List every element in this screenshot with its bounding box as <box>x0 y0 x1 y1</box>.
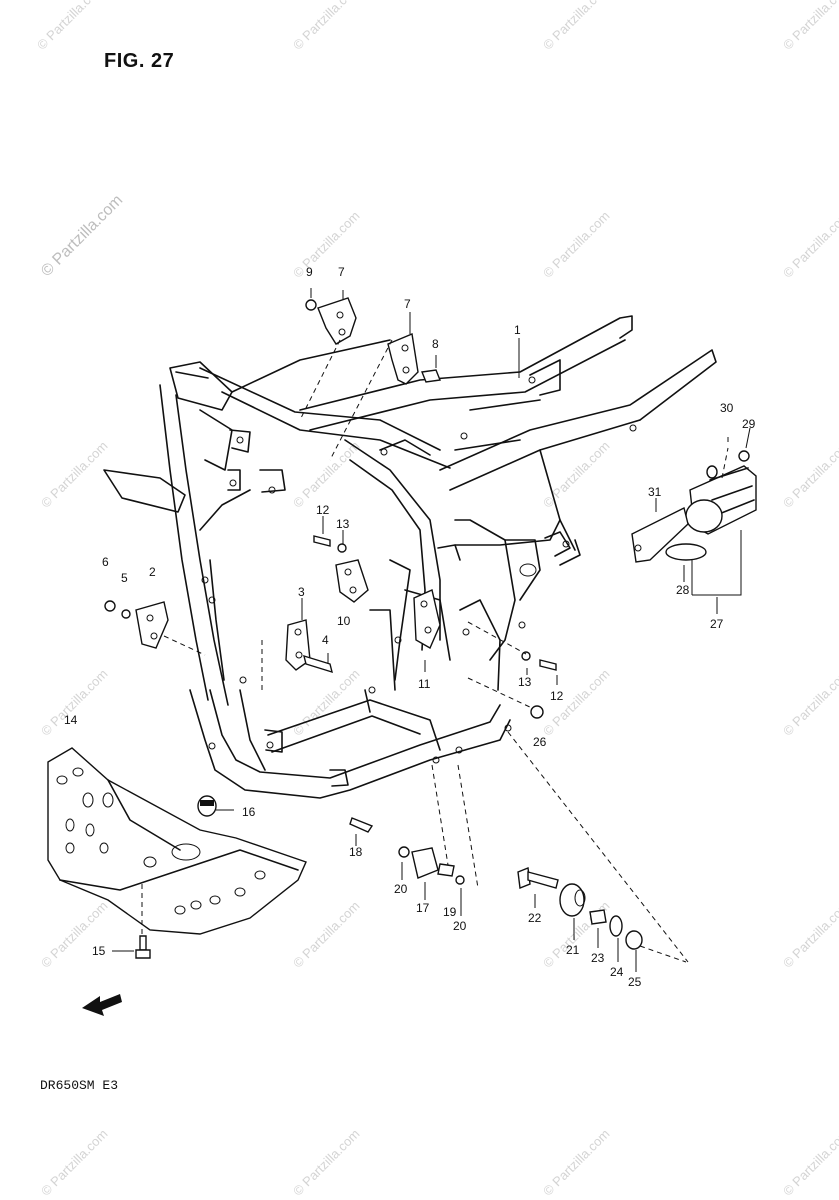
callout-c8: 8 <box>432 337 439 351</box>
callout-c21: 21 <box>566 943 580 957</box>
skid-plate-bolt <box>135 935 151 959</box>
figure-title: FIG. 27 <box>104 50 175 72</box>
callout-c2: 2 <box>149 565 156 579</box>
callout-c16: 16 <box>242 805 256 819</box>
callout-c14: 14 <box>64 713 78 727</box>
upper-engine-bracket-right <box>387 333 441 385</box>
callout-c26: 26 <box>533 735 547 749</box>
callout-c18: 18 <box>349 845 363 859</box>
front-engine-bracket <box>104 600 169 649</box>
pivot-cap <box>625 930 643 950</box>
callout-c29: 29 <box>742 417 756 431</box>
callout-c19: 19 <box>443 905 457 919</box>
lens-gasket <box>665 543 707 561</box>
callout-c28: 28 <box>676 583 690 597</box>
callout-c23: 23 <box>591 951 605 965</box>
nut-26 <box>530 705 544 719</box>
callout-c17: 17 <box>416 901 430 915</box>
bolt-18 <box>349 817 374 833</box>
callout-c4: 4 <box>322 633 329 647</box>
pivot-bushing <box>559 883 586 917</box>
pivot-collar <box>589 909 607 925</box>
callout-c10: 10 <box>337 614 351 628</box>
callout-c12b: 12 <box>550 689 564 703</box>
callout-c27: 27 <box>710 617 724 631</box>
tail-light-housing <box>685 450 757 535</box>
mid-engine-bracket <box>285 619 333 674</box>
callout-c25: 25 <box>628 975 642 989</box>
callout-c7b: 7 <box>404 297 411 311</box>
upper-engine-bracket-left <box>305 297 357 345</box>
pivot-washer <box>609 915 623 937</box>
callout-c6: 6 <box>102 555 109 569</box>
callout-c20b: 20 <box>453 919 467 933</box>
main-frame <box>103 315 717 799</box>
skid-plate-bumper <box>197 795 217 817</box>
model-code: DR650SM E3 <box>40 1078 119 1093</box>
callout-c30: 30 <box>720 401 734 415</box>
callout-c15: 15 <box>92 944 106 958</box>
callout-c9a: 9 <box>306 265 313 279</box>
callout-c5: 5 <box>121 571 128 585</box>
callout-c22: 22 <box>528 911 542 925</box>
callout-c11: 11 <box>418 677 431 691</box>
tail-light-lens <box>631 506 689 563</box>
rear-engine-bracket <box>413 589 441 649</box>
callout-c7a: 7 <box>338 265 345 279</box>
callout-c13b: 13 <box>518 675 532 689</box>
shock-mount-bushing <box>398 846 465 885</box>
front-direction-arrow-icon <box>82 994 122 1016</box>
callout-c31: 31 <box>648 485 662 499</box>
pivot-bolt <box>517 867 559 889</box>
side-bolt-set <box>467 621 557 671</box>
callout-c13a: 13 <box>336 517 350 531</box>
callout-c24: 24 <box>610 965 624 979</box>
callout-c1: 1 <box>514 323 521 337</box>
callout-c12a: 12 <box>316 503 330 517</box>
center-bracket <box>313 535 369 603</box>
callout-c3: 3 <box>298 585 305 599</box>
callout-c20a: 20 <box>394 882 408 896</box>
skid-plate <box>47 747 307 935</box>
